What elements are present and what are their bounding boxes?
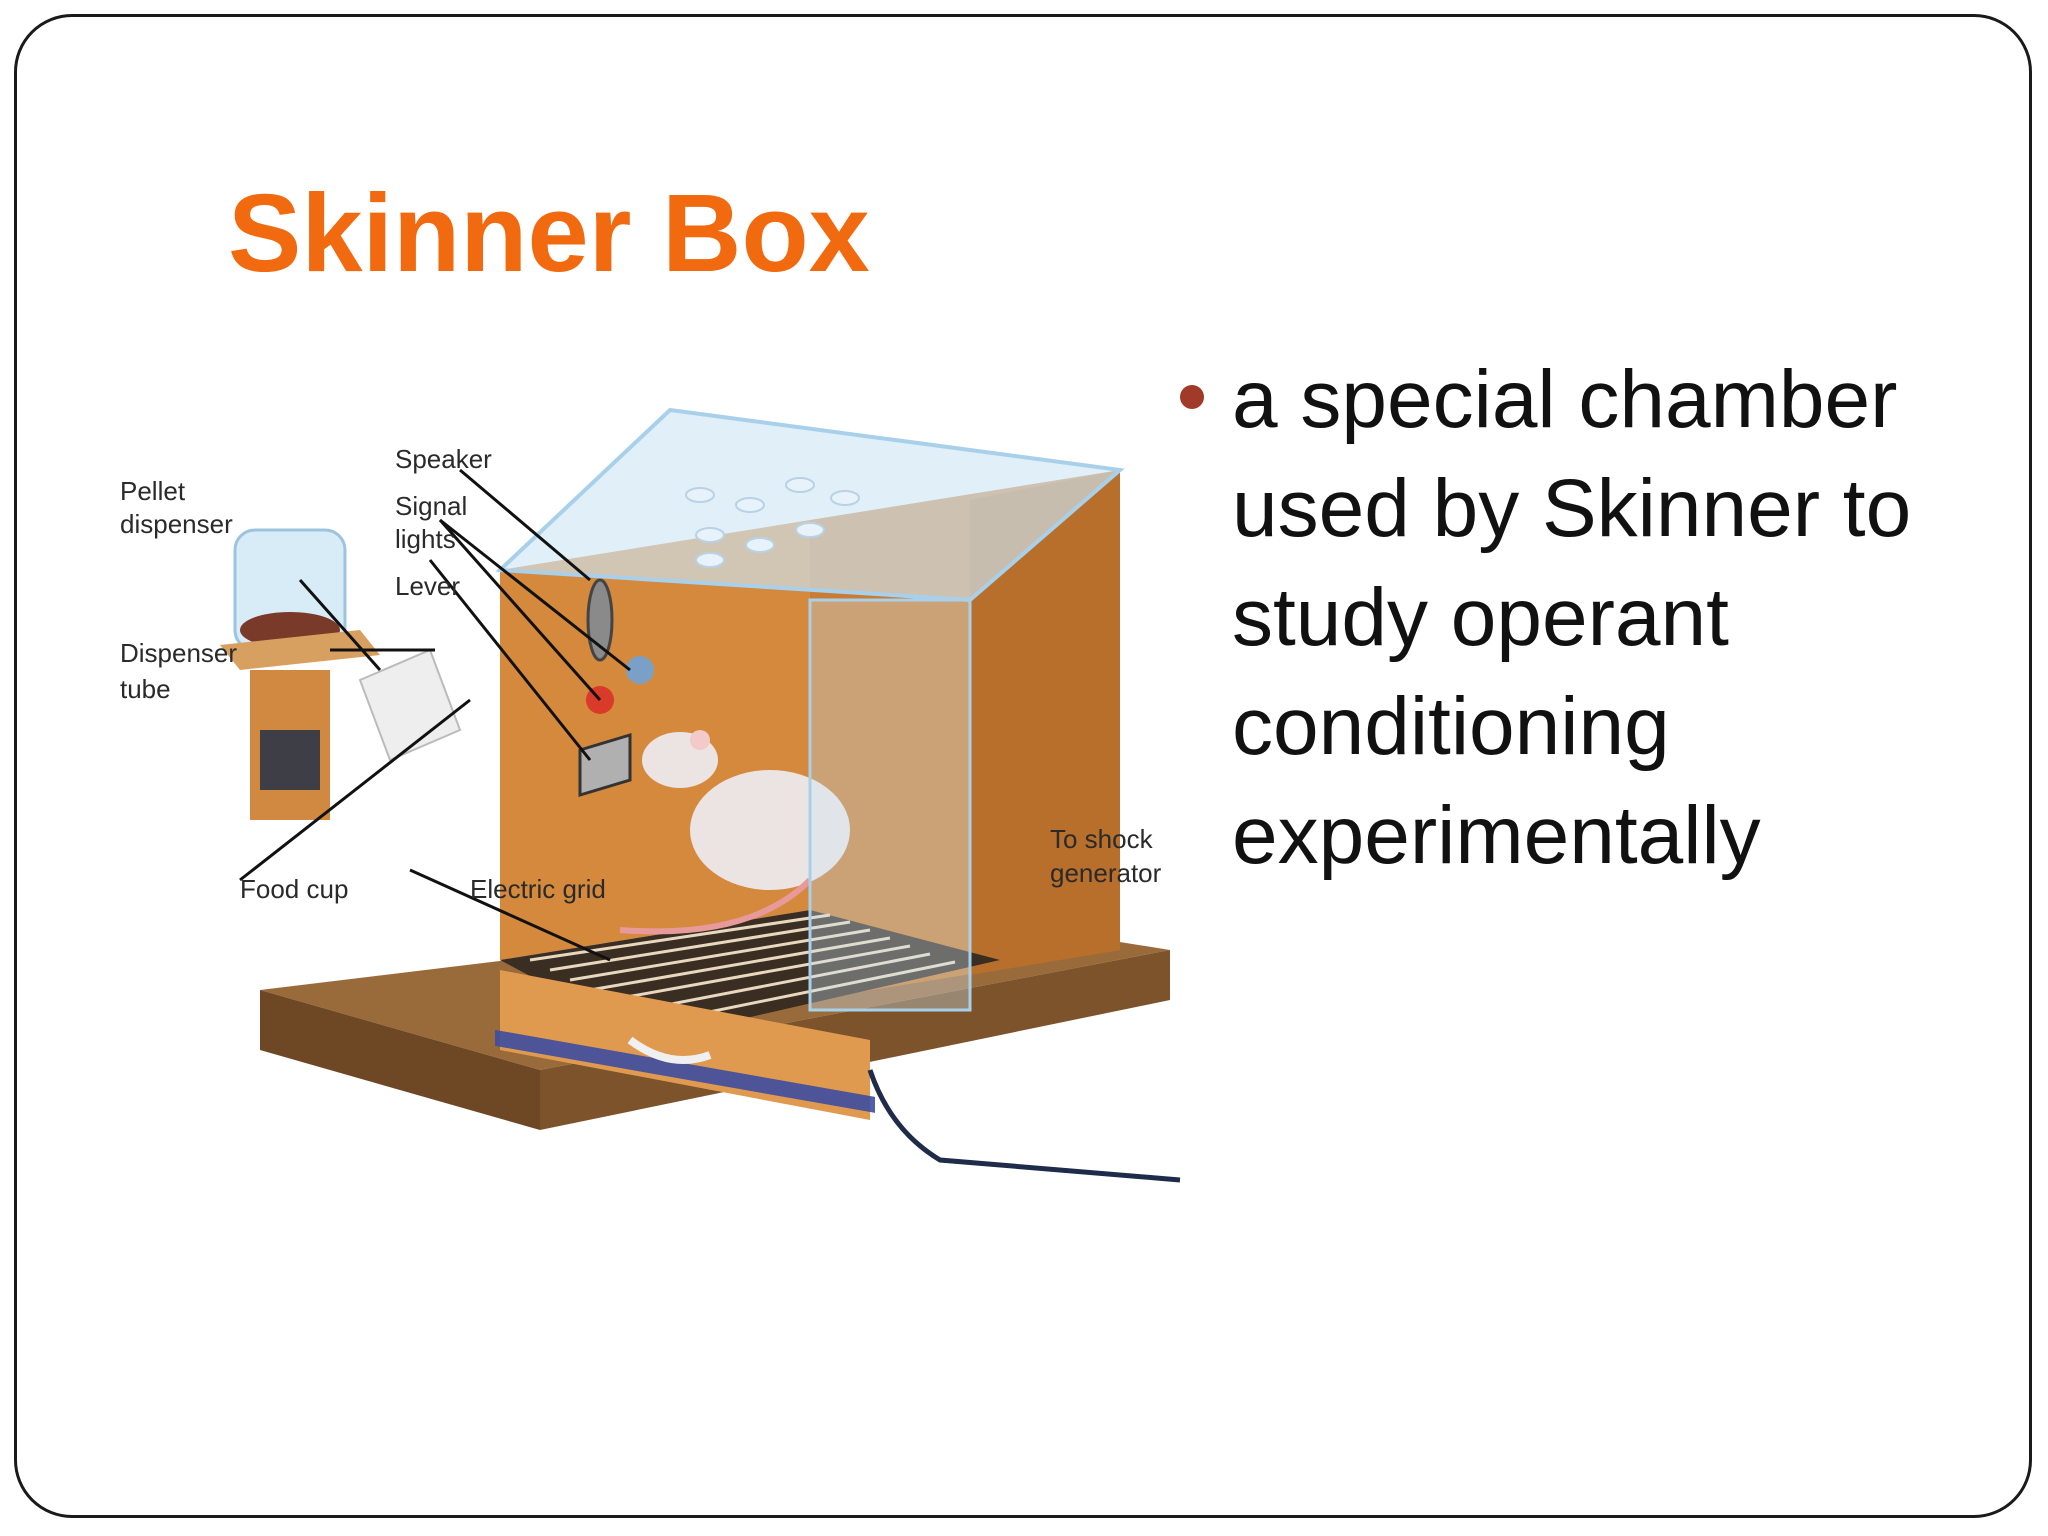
label-dispenser-2: Dispenser (120, 638, 237, 668)
label-to-shock: To shock (1050, 824, 1154, 854)
label-lights: lights (395, 524, 456, 554)
label-signal: Signal (395, 491, 467, 521)
label-generator: generator (1050, 858, 1162, 888)
label-food-cup: Food cup (240, 874, 348, 904)
label-electric-grid: Electric grid (470, 874, 606, 904)
glass-lid (495, 407, 1125, 603)
label-speaker: Speaker (395, 444, 492, 474)
label-lever: Lever (395, 571, 460, 601)
bullet-item: a special chamber used by Skinner to stu… (1232, 354, 1912, 881)
lever (578, 732, 632, 798)
dispenser-tube (358, 648, 462, 762)
slide-title: Skinner Box (228, 172, 870, 295)
glass-front (808, 598, 972, 1012)
bullet-list: a special chamber used by Skinner to stu… (1180, 345, 1980, 890)
shock-cable (867, 1069, 1181, 1183)
skinner-box-illustration: Speaker Signal lights Lever Pellet dispe… (110, 350, 1190, 1200)
label-pellet: Pellet (120, 476, 186, 506)
pellet-dispenser (220, 528, 380, 820)
label-tube: tube (120, 674, 171, 704)
label-dispenser: dispenser (120, 509, 233, 539)
bullet-dot-icon (1180, 385, 1204, 409)
signal-light-blue (626, 656, 654, 684)
